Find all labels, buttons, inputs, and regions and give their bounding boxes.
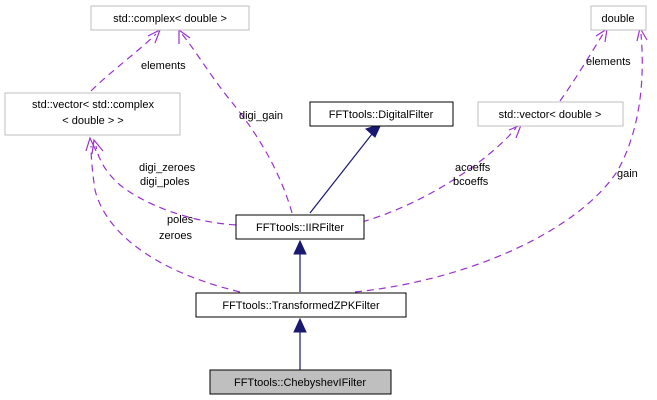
label-zeroes: zeroes [159, 230, 193, 242]
label-digi-poles: digi_poles [140, 176, 190, 188]
label-digi-gain: digi_gain [239, 110, 283, 122]
label-gain: gain [617, 168, 638, 180]
edge-zpk-to-vector-complex [85, 136, 241, 293]
edge-iir-to-vector-complex [91, 138, 237, 226]
node-chebyshev-filter[interactable]: FFTtools::ChebyshevIFilter [209, 369, 392, 395]
node-digital-filter-label: FFTtools::DigitalFilter [329, 109, 434, 121]
node-digital-filter[interactable]: FFTtools::DigitalFilter [309, 101, 454, 127]
node-iir-filter[interactable]: FFTtools::IIRFilter [235, 214, 365, 240]
label-elements-double: elements [586, 56, 631, 68]
label-elements-complex: elements [141, 60, 186, 72]
label-bcoeffs: bcoeffs [453, 176, 489, 188]
node-std-vector-double-label: std::vector< double > [499, 109, 602, 121]
node-std-complex-double-label: std::complex< double > [113, 13, 227, 25]
node-iir-filter-label: FFTtools::IIRFilter [256, 222, 344, 234]
edge-chebyshev-inherits-zpk [293, 317, 307, 370]
edge-zpk-inherits-iir [293, 239, 307, 292]
node-std-vector-complex-label-line2: < double > > [62, 115, 123, 127]
label-acoeffs: acoeffs [455, 162, 491, 174]
edge-iir-to-vector-double [361, 123, 523, 223]
node-std-complex-double[interactable]: std::complex< double > [90, 5, 250, 31]
node-chebyshev-filter-label: FFTtools::ChebyshevIFilter [234, 377, 366, 389]
node-transformed-zpk-filter-label: FFTtools::TransformedZPKFilter [222, 300, 380, 312]
label-digi-zeroes: digi_zeroes [139, 162, 196, 174]
node-std-vector-complex[interactable]: std::vector< std::complex < double > > [4, 92, 181, 136]
node-double[interactable]: double [590, 5, 647, 31]
node-double-label: double [601, 13, 634, 25]
node-transformed-zpk-filter[interactable]: FFTtools::TransformedZPKFilter [195, 292, 407, 318]
edge-iir-inherits-digitalfilter [309, 123, 382, 214]
node-std-vector-double[interactable]: std::vector< double > [477, 101, 624, 127]
label-poles: poles [167, 214, 194, 226]
node-std-vector-complex-label-line1: std::vector< std::complex [32, 99, 154, 111]
